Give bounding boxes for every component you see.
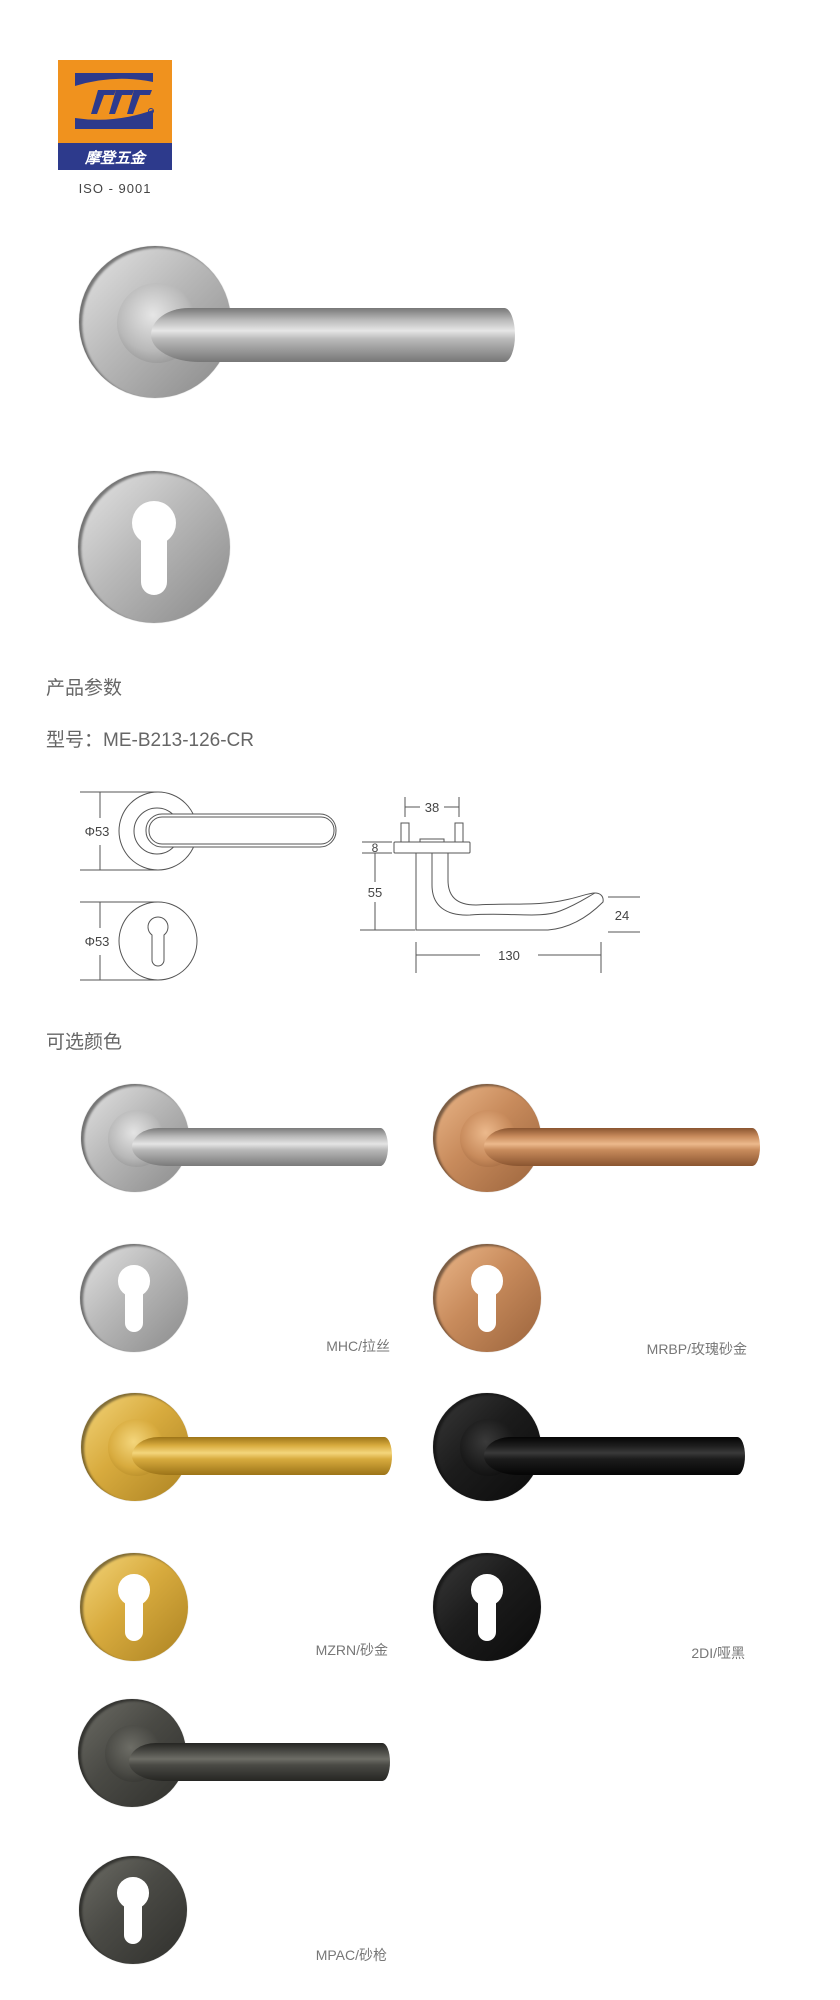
keyhole-slot bbox=[123, 1892, 143, 1945]
params-title: 产品参数 bbox=[46, 678, 123, 699]
handle-lever bbox=[129, 1743, 390, 1782]
handle-lever bbox=[484, 1437, 745, 1476]
escutcheon-diameter-label: Φ53 bbox=[85, 934, 110, 949]
pin-spacing-label: 38 bbox=[425, 800, 439, 815]
front-view-escutcheon: Φ53 bbox=[80, 901, 198, 981]
logo-blue-band bbox=[58, 143, 172, 170]
keyhole-slot bbox=[124, 1589, 144, 1642]
rose-diameter-label: Φ53 bbox=[85, 824, 110, 839]
logo-top-arc bbox=[75, 73, 153, 86]
projection-label: 55 bbox=[368, 885, 382, 900]
finish-label: MRBP/玫瑰砂金 bbox=[646, 1341, 747, 1357]
iso-certification: ISO - 9001 bbox=[78, 181, 152, 196]
side-view: 38 8 55 130 24 bbox=[360, 797, 640, 973]
keyhole-slot bbox=[477, 1280, 497, 1333]
logo-brand-text: 摩登五金 bbox=[84, 149, 148, 167]
company-logo: 摩登五金 bbox=[58, 60, 172, 170]
keyhole-slot bbox=[124, 1280, 144, 1333]
finish-label: 2DI/哑黑 bbox=[691, 1645, 745, 1661]
handle-lever bbox=[132, 1128, 388, 1167]
lever-length-label: 130 bbox=[498, 948, 520, 963]
finish-label: MHC/拉丝 bbox=[326, 1338, 390, 1354]
logo-rrr-mark bbox=[91, 90, 154, 114]
keyhole-slot bbox=[141, 523, 167, 595]
technical-drawing: Φ53 Φ53 38 8 55 130 24 bbox=[80, 791, 640, 981]
logo-bottom-arc bbox=[75, 110, 153, 129]
plate-thickness-label: 8 bbox=[372, 841, 379, 855]
keyhole-slot bbox=[477, 1589, 497, 1642]
finish-label: MZRN/砂金 bbox=[315, 1642, 388, 1658]
handle-lever bbox=[132, 1437, 392, 1476]
finish-label: MPAC/砂枪 bbox=[315, 1947, 387, 1963]
handle-lever bbox=[484, 1128, 760, 1167]
handle-lever bbox=[151, 308, 515, 362]
grip-height-label: 24 bbox=[615, 908, 629, 923]
colors-title: 可选颜色 bbox=[46, 1032, 123, 1053]
front-view-handle: Φ53 bbox=[80, 791, 337, 871]
model-number: 型号：ME-B213-126-CR bbox=[46, 730, 254, 751]
